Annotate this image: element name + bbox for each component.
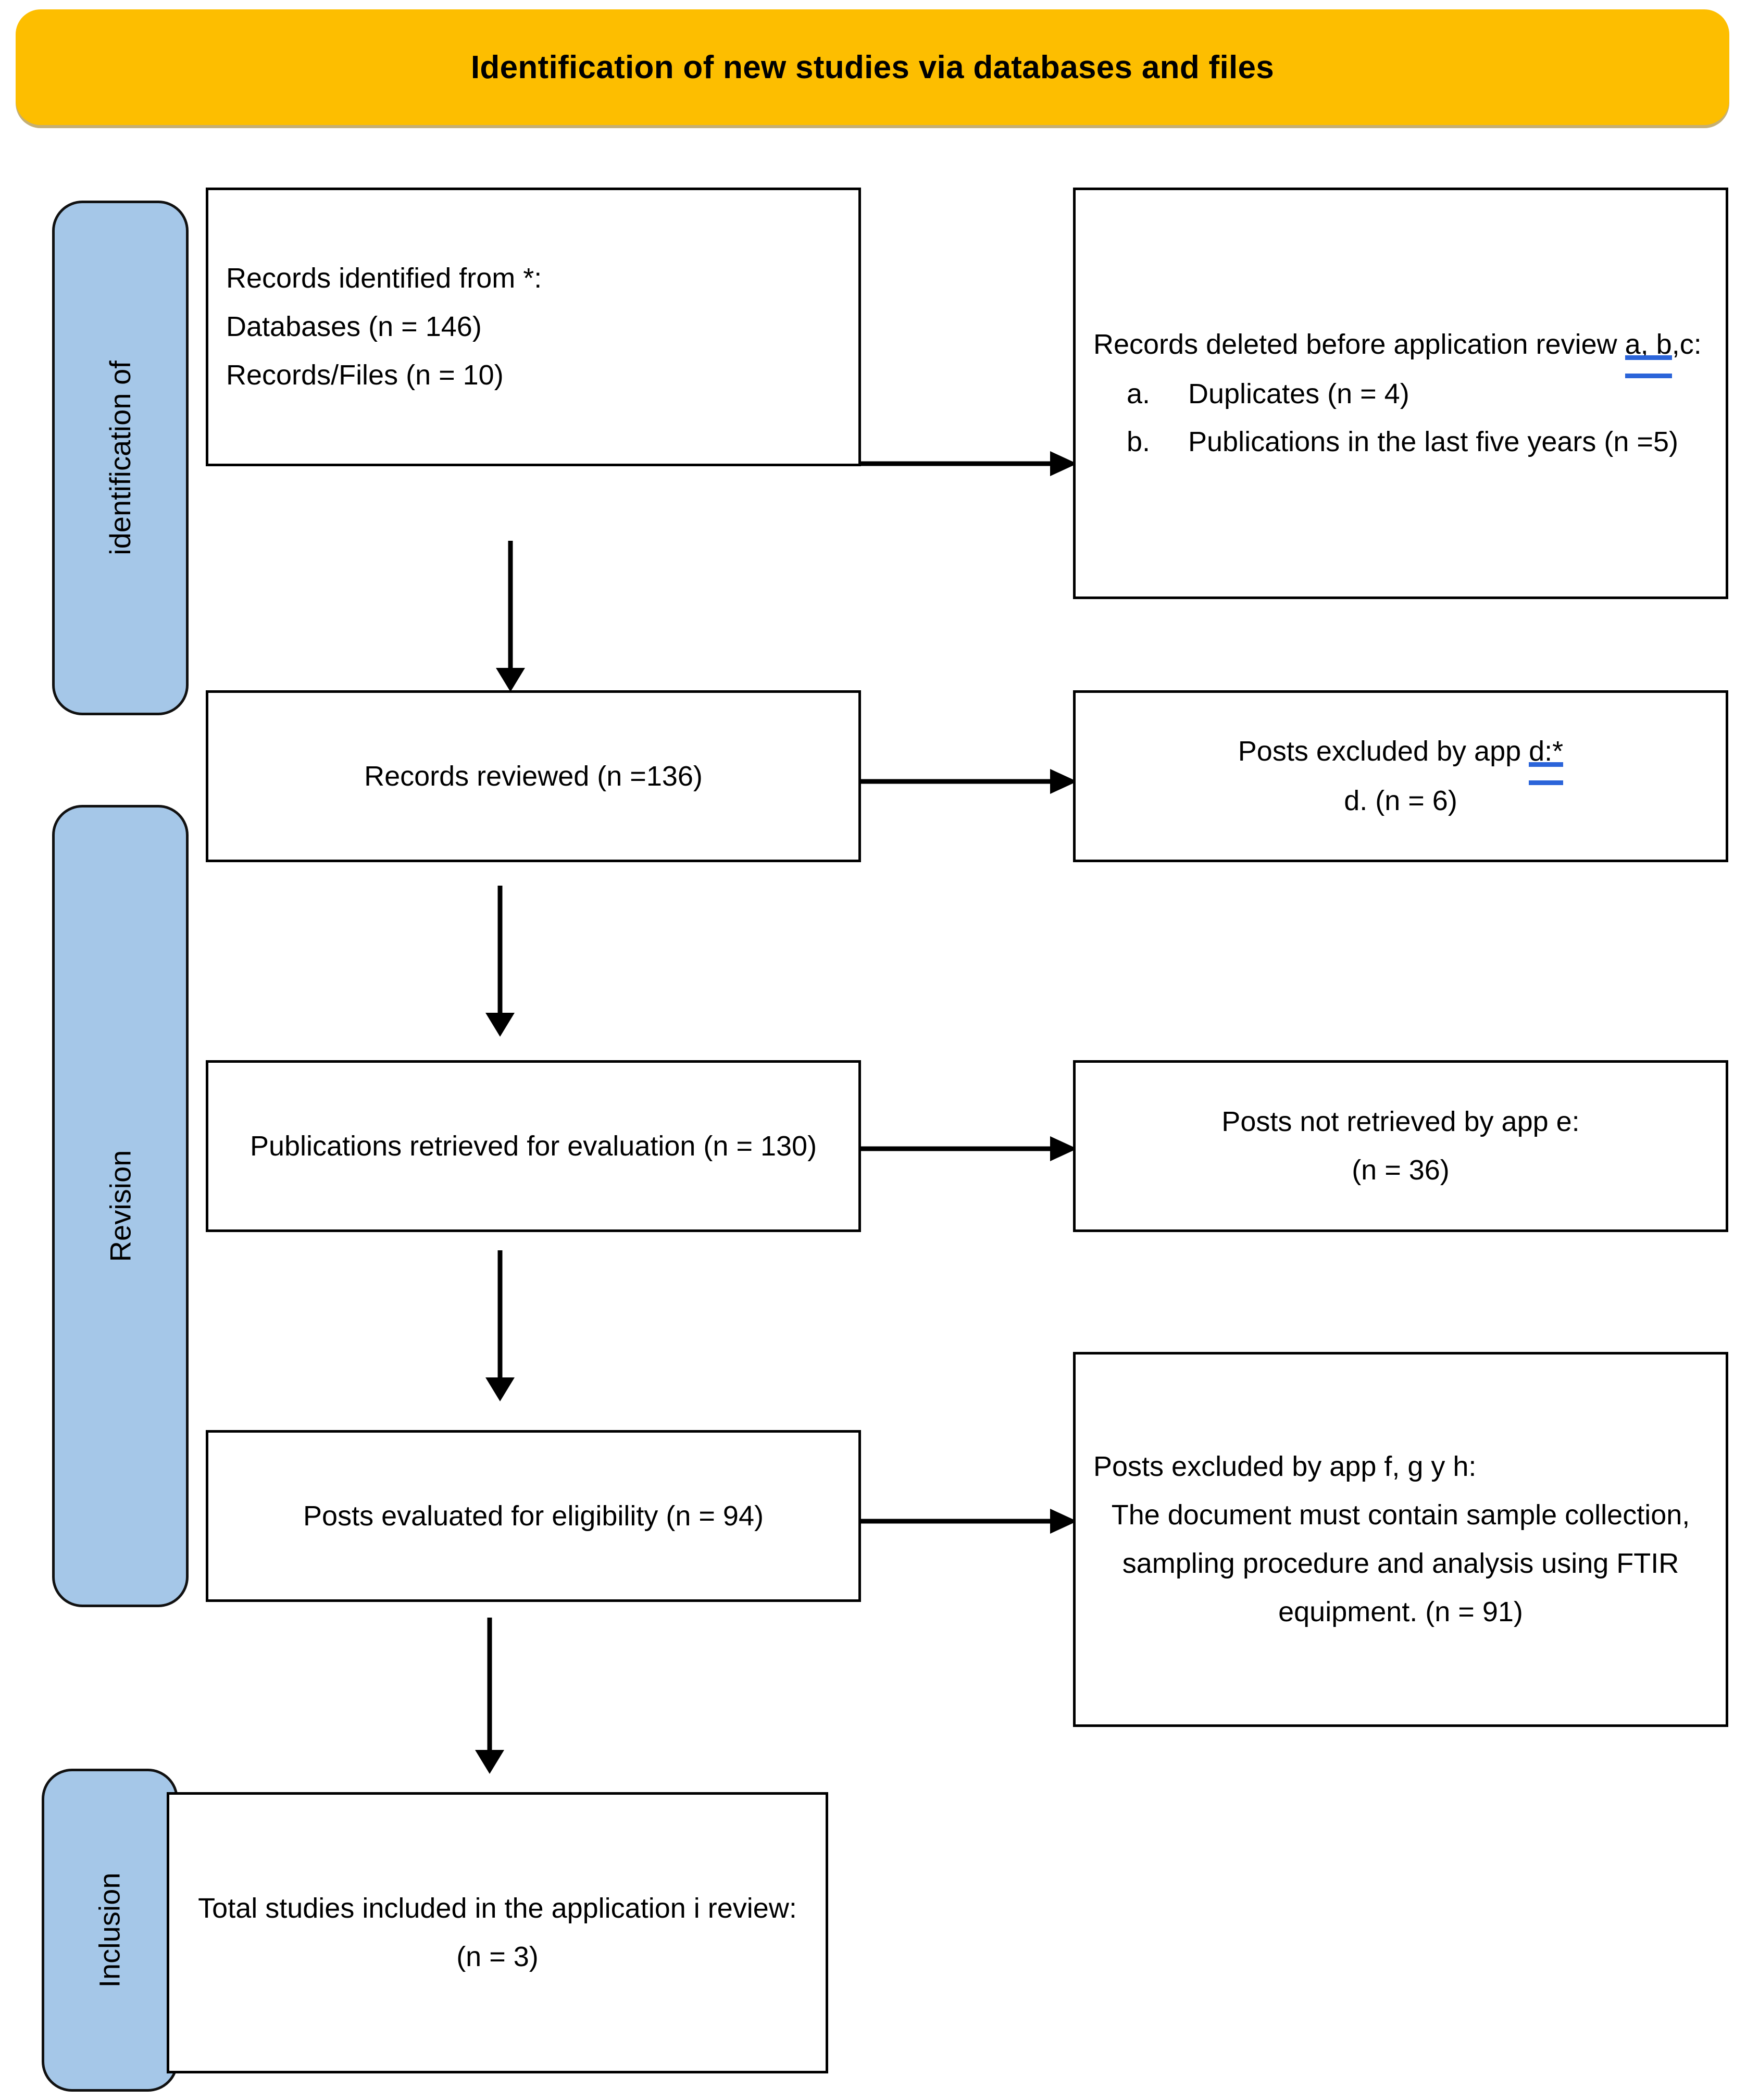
records-deleted-sublist: a. Duplicates (n = 4) b. Publications in… [1076, 370, 1726, 467]
box-total-studies-included: Total studies included in the applicatio… [167, 1792, 828, 2073]
stage-label-revision: Revision [103, 1150, 136, 1262]
list-text-publications: Publications in the last five years (n =… [1188, 426, 1678, 458]
publications-retrieved-line1: Publications retrieved for evaluation (n… [249, 1130, 817, 1162]
posts-excluded-fgh-line2: The document must contain sample collect… [1111, 1499, 1690, 1627]
spellcheck-underline-d: d:* [1529, 727, 1564, 785]
box-posts-evaluated-eligibility: Posts evaluated for eligibility (n = 94) [206, 1430, 861, 1602]
box-records-identified: Records identified from *: Databases (n … [206, 188, 861, 466]
posts-evaluated-line1: Posts evaluated for eligibility (n = 94) [303, 1500, 764, 1532]
list-text-duplicates: Duplicates (n = 4) [1188, 378, 1409, 409]
list-item: a. Duplicates (n = 4) [1093, 370, 1708, 418]
connector-identified-to-deleted [858, 448, 1077, 479]
list-marker-a: a. [1127, 378, 1151, 409]
box-posts-excluded-app-fgh: Posts excluded by app f, g y h: The docu… [1073, 1352, 1728, 1727]
header-banner: Identification of new studies via databa… [16, 9, 1729, 125]
connector-retrieved-to-notretrieved [858, 1133, 1077, 1164]
posts-excluded-d-count: d. (n = 6) [1344, 785, 1457, 816]
connector-reviewed-to-retrieved [479, 886, 521, 1037]
box-records-deleted: Records deleted before application revie… [1073, 188, 1728, 599]
page-title: Identification of new studies via databa… [470, 49, 1275, 85]
box-records-reviewed: Records reviewed (n =136) [206, 690, 861, 862]
records-deleted-lead-part2: ,c: [1671, 328, 1702, 360]
stage-pill-revision: Revision [52, 805, 189, 1607]
connector-eligibility-to-included [469, 1618, 510, 1774]
box-posts-not-retrieved: Posts not retrieved by app e: (n = 36) [1073, 1060, 1728, 1232]
list-item: b. Publications in the last five years (… [1093, 418, 1708, 466]
box-publications-retrieved: Publications retrieved for evaluation (n… [206, 1060, 861, 1232]
total-included-line1: Total studies included in the applicatio… [198, 1893, 797, 1972]
records-deleted-lead: Records deleted before application revie… [1076, 320, 1726, 378]
stage-label-identification: identification of [104, 361, 137, 555]
records-identified-databases: Databases (n = 146) [226, 311, 482, 343]
posts-excluded-d-lead: Posts excluded by app d:* [1076, 727, 1726, 785]
connector-identified-to-reviewed [490, 541, 531, 692]
stage-label-inclusion: Inclusion [93, 1872, 126, 1988]
stage-pill-inclusion: Inclusion [42, 1769, 178, 2092]
box-posts-excluded-app-d: Posts excluded by app d:* d. (n = 6) [1073, 690, 1728, 862]
posts-excluded-d-lead-text: Posts excluded by app [1238, 736, 1529, 767]
records-deleted-lead-part1: Records deleted before application revie… [1093, 328, 1625, 360]
posts-not-retrieved-count: (n = 36) [1352, 1154, 1450, 1186]
records-reviewed-line1: Records reviewed (n =136) [364, 760, 703, 792]
records-identified-files: Records/Files (n = 10) [226, 359, 504, 391]
list-marker-b: b. [1127, 426, 1151, 458]
posts-not-retrieved-line1: Posts not retrieved by app e: [1221, 1106, 1580, 1138]
posts-excluded-fgh-line1: Posts excluded by app f, g y h: [1093, 1451, 1477, 1483]
connector-retrieved-to-eligibility [479, 1250, 521, 1401]
stage-pill-identification: identification of [52, 201, 189, 715]
records-identified-line1: Records identified from *: [226, 263, 542, 294]
connector-eligibility-to-excludedfgh [858, 1506, 1077, 1537]
spellcheck-underline-ab: a, b [1625, 320, 1672, 378]
connector-reviewed-to-excluded [858, 766, 1077, 797]
